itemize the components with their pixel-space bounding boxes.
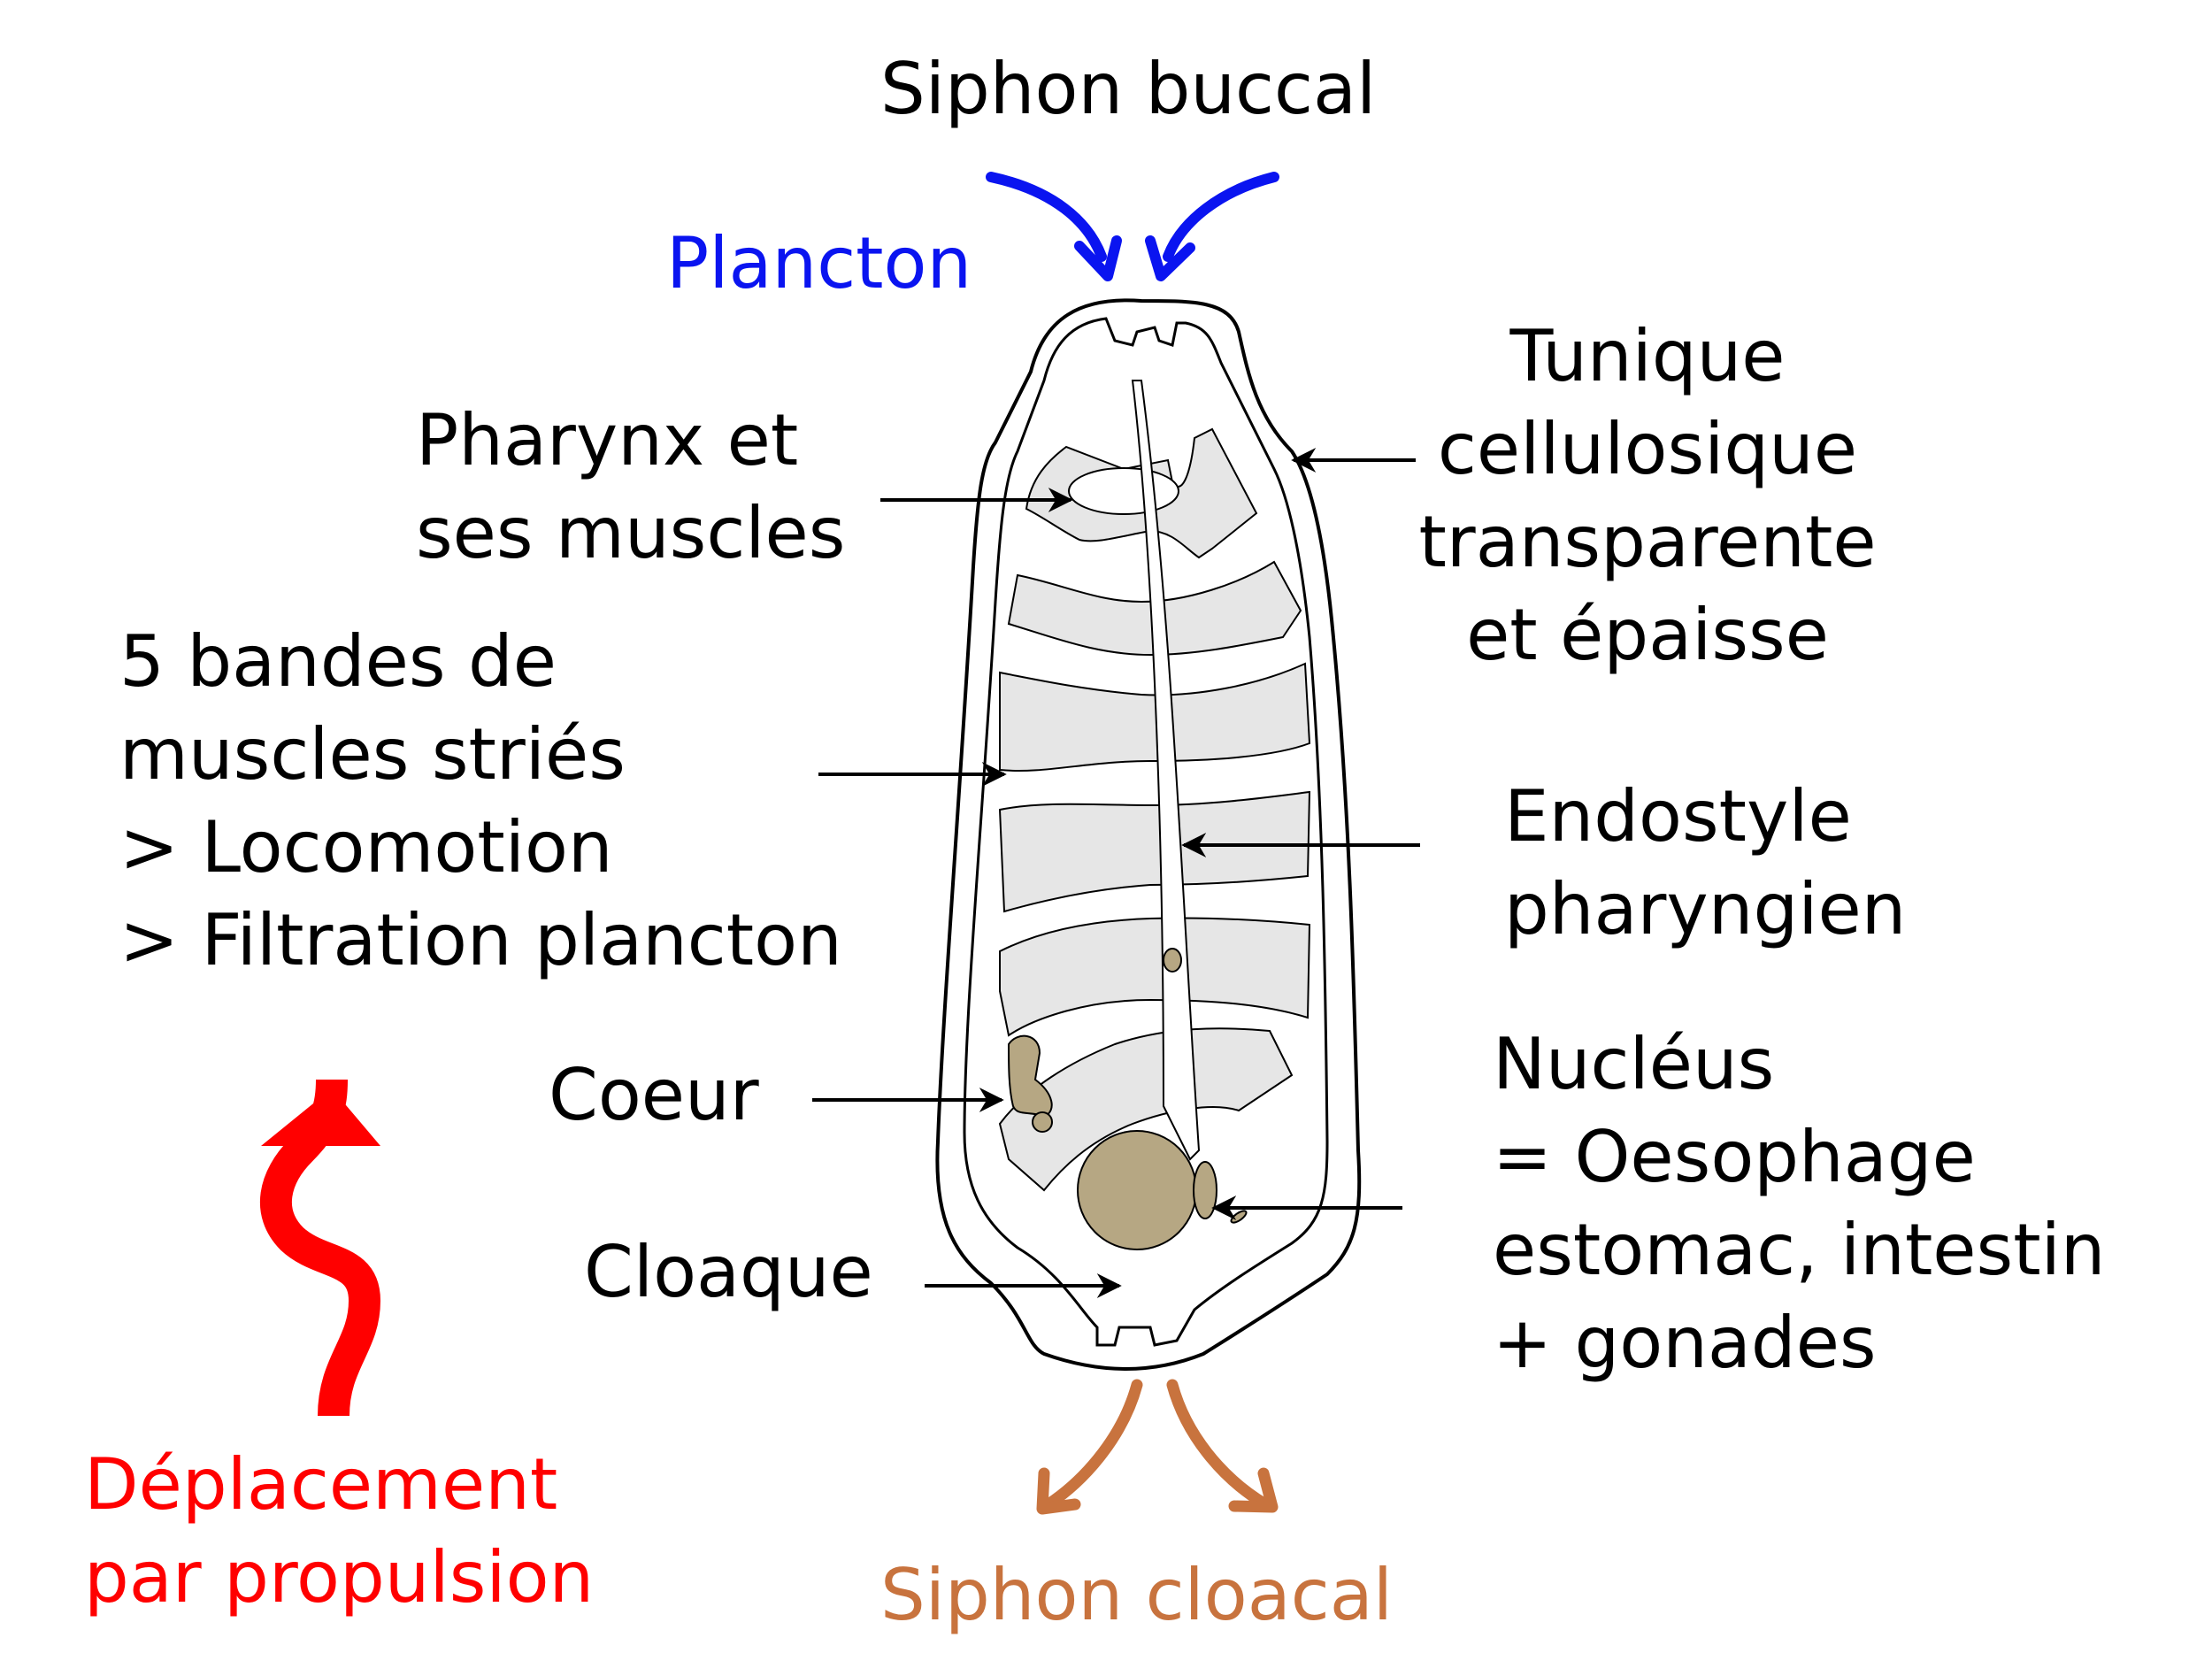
organs	[1007, 948, 1248, 1250]
label-endostyle: Endostyle pharyngien	[1504, 775, 1906, 950]
svg-text:Pharynx et: Pharynx et	[416, 399, 798, 481]
svg-text:5 bandes de: 5 bandes de	[119, 620, 557, 703]
plancton-arrow-left	[986, 172, 1107, 262]
label-nucleus: Nucléus = Oesophage estomac, intestin + …	[1493, 1023, 2106, 1384]
svg-text:muscles striés: muscles striés	[119, 713, 626, 796]
label-coeur: Coeur	[549, 1054, 759, 1136]
label-deplacement: Déplacement par propulsion	[84, 1443, 594, 1618]
label-siphon-cloacal: Siphon cloacal	[880, 1554, 1393, 1636]
plancton-arrows	[986, 172, 1279, 281]
svg-text:cellulosique: cellulosique	[1438, 408, 1857, 490]
svg-text:pharyngien: pharyngien	[1504, 868, 1906, 950]
svg-text:+ gonades: + gonades	[1493, 1302, 1877, 1384]
plancton-arrow-right	[1163, 172, 1279, 262]
svg-text:> Locomotion: > Locomotion	[119, 806, 613, 888]
label-siphon-buccal: Siphon buccal	[880, 48, 1376, 130]
nucleus-organ	[1077, 1130, 1197, 1250]
svg-text:Endostyle: Endostyle	[1504, 775, 1852, 857]
propulsion-arrow	[259, 1079, 381, 1417]
pharynx-ring	[1068, 467, 1179, 515]
endostyle	[1131, 380, 1201, 1161]
svg-text:et épaisse: et épaisse	[1466, 594, 1829, 676]
pointer-arrows	[812, 448, 1420, 1298]
svg-text:transparente: transparente	[1418, 501, 1876, 583]
muscle-band-4	[999, 917, 1311, 1037]
cloacal-arrows	[1036, 1379, 1279, 1515]
label-muscles: 5 bandes de muscles striés > Locomotion …	[119, 620, 842, 981]
muscle-band-2	[999, 662, 1311, 773]
muscle-band-3	[998, 790, 1311, 913]
svg-text:ses muscles: ses muscles	[416, 492, 845, 574]
muscle-band-5	[998, 1027, 1294, 1192]
nucleus-lobe	[1193, 1161, 1217, 1219]
label-plancton: Plancton	[666, 222, 972, 304]
svg-text:= Oesophage: = Oesophage	[1493, 1116, 1976, 1198]
svg-text:par propulsion: par propulsion	[84, 1536, 594, 1618]
svg-text:Déplacement: Déplacement	[84, 1443, 557, 1526]
small-organ	[1163, 948, 1182, 973]
svg-text:Nucléus: Nucléus	[1493, 1023, 1774, 1105]
svg-text:estomac, intestin: estomac, intestin	[1493, 1209, 2106, 1291]
label-cloaque: Cloaque	[584, 1231, 873, 1313]
svg-text:> Filtration plancton: > Filtration plancton	[119, 899, 842, 981]
label-tunique: Tunique cellulosique transparente et épa…	[1418, 315, 1876, 676]
heart-lobe	[1032, 1111, 1053, 1133]
label-pharynx: Pharynx et ses muscles	[416, 399, 845, 574]
cloacal-arrow-left	[1042, 1379, 1143, 1511]
svg-text:Tunique: Tunique	[1509, 315, 1785, 397]
cloacal-arrow-right	[1166, 1379, 1271, 1511]
